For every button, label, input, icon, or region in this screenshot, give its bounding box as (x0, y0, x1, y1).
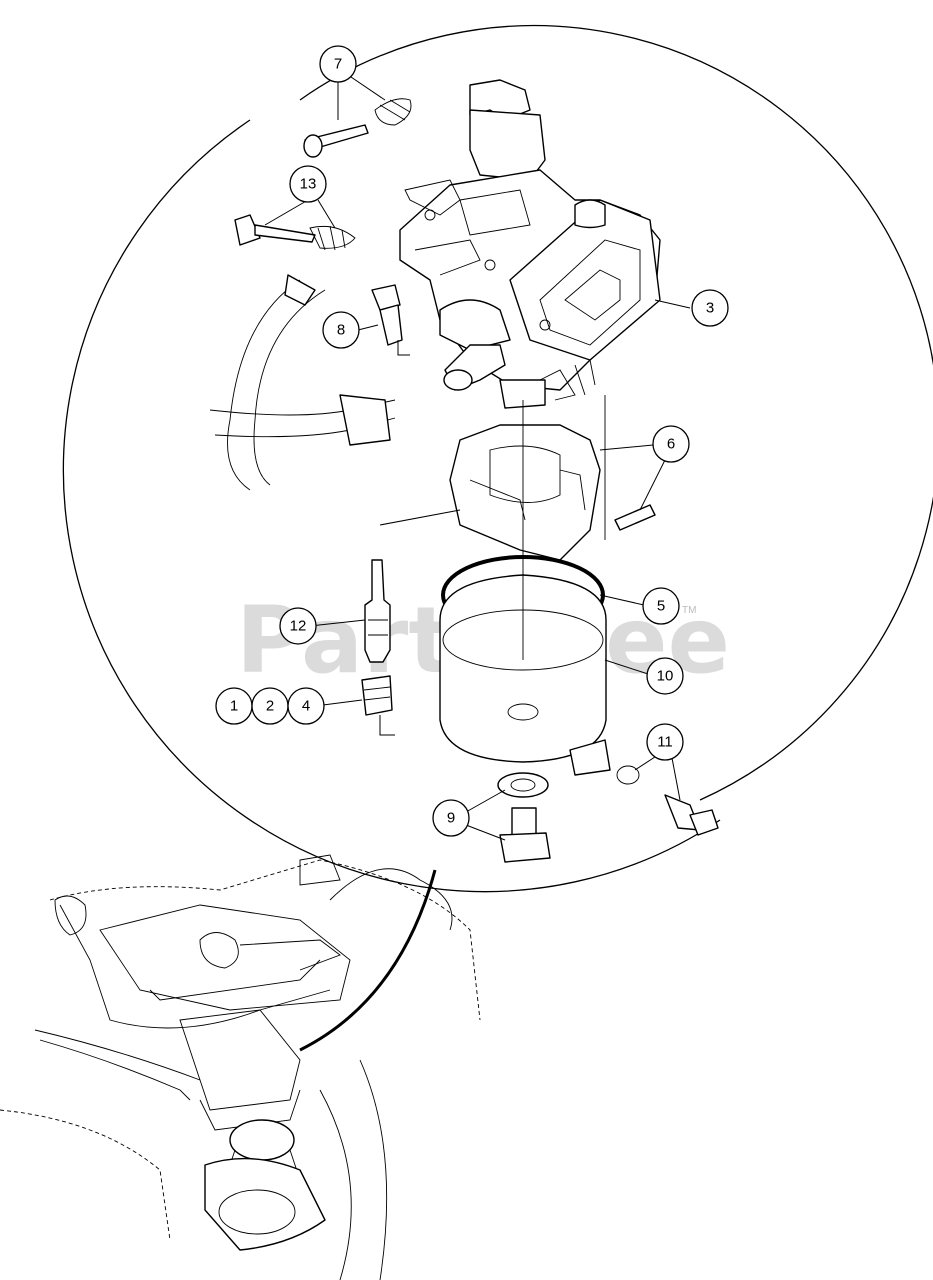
svg-text:9: 9 (447, 810, 455, 827)
svg-text:5: 5 (657, 598, 665, 615)
callout-9: 9 (432, 799, 470, 837)
callout-10: 10 (646, 657, 684, 695)
svg-text:7: 7 (334, 56, 342, 73)
idle-screw (616, 765, 719, 836)
detail-circle (62, 24, 933, 1052)
callout-8: 8 (322, 311, 360, 349)
fuel-hose (209, 274, 396, 491)
callout-11: 11 (646, 723, 684, 761)
jet-8 (371, 284, 403, 346)
svg-text:12: 12 (290, 618, 307, 635)
svg-text:11: 11 (657, 734, 673, 751)
screw-13 (234, 214, 356, 251)
svg-text:8: 8 (337, 322, 345, 339)
callout-6: 6 (652, 425, 690, 463)
callout-3: 3 (691, 289, 729, 327)
screw-7 (303, 98, 412, 158)
svg-text:13: 13 (300, 176, 317, 193)
main-jet-nozzle (361, 675, 393, 716)
callout-1: 1 (215, 687, 253, 725)
callout-12: 12 (279, 607, 317, 645)
float-bowl (439, 574, 611, 776)
float-assembly (449, 424, 656, 561)
svg-text:1: 1 (230, 698, 238, 715)
callout-7: 7 (319, 45, 357, 83)
callout-2: 2 (251, 687, 289, 725)
assembly-axis-lines (522, 395, 606, 660)
svg-text:2: 2 (266, 698, 274, 715)
main-jet-tube (364, 559, 391, 663)
drain-bolt (497, 772, 551, 863)
watermark-tm: TM (682, 605, 696, 616)
svg-text:6: 6 (667, 436, 675, 453)
callout-4: 4 (287, 687, 325, 725)
svg-text:10: 10 (657, 668, 674, 685)
leader-lines (264, 74, 691, 841)
callout-5: 5 (642, 587, 680, 625)
callout-13: 13 (289, 165, 327, 203)
svg-text:3: 3 (706, 300, 714, 317)
svg-text:4: 4 (302, 698, 310, 715)
carburetor-body (399, 79, 661, 409)
engine-background-sketch (0, 854, 481, 1280)
